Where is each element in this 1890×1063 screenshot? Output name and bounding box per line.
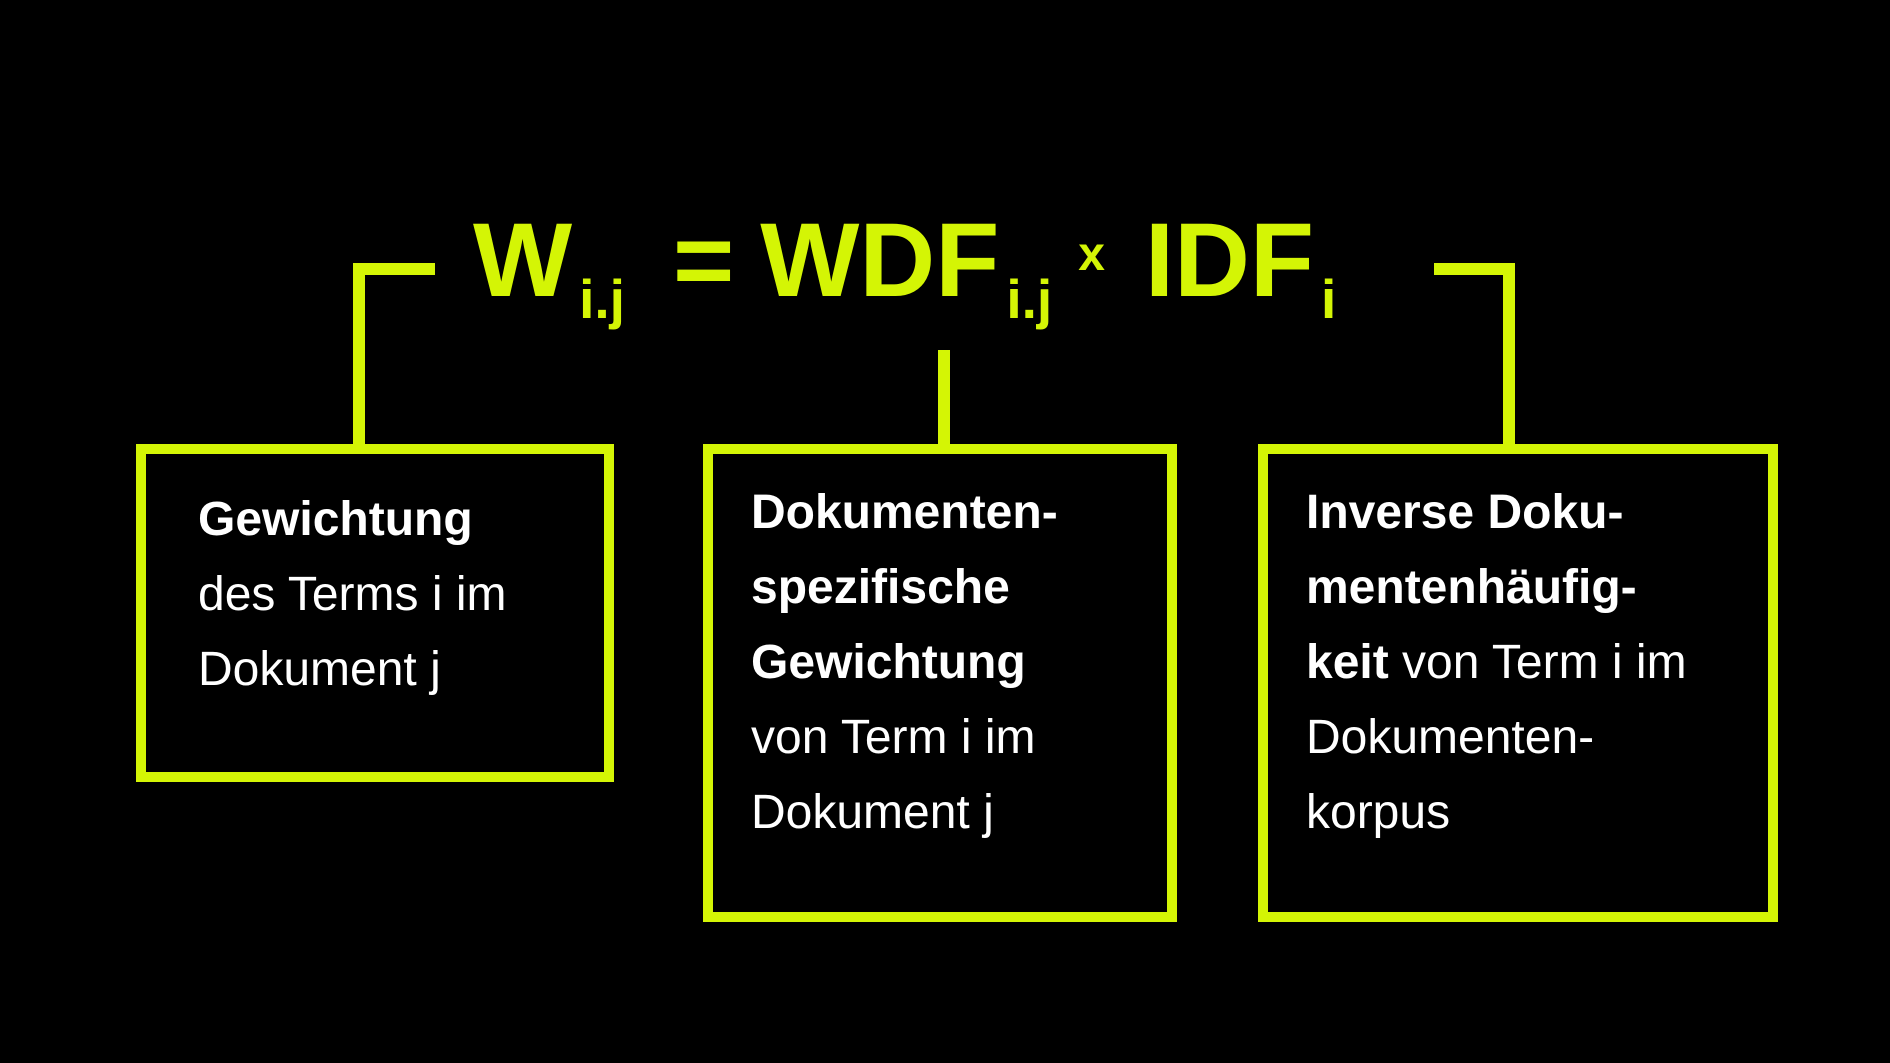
connector-w-vertical [353, 263, 365, 444]
definition-line: von Term i im [751, 700, 1153, 775]
formula-w: W [473, 202, 573, 319]
formula-equals-sign: = [672, 202, 735, 319]
definition-text: des Terms i im [198, 568, 507, 621]
formula-multiplication-sign: x [1078, 228, 1105, 281]
connector-w-horizontal [353, 263, 435, 275]
definition-text: Dokumenten- [1306, 711, 1595, 764]
connector-idf-horizontal [1434, 263, 1515, 275]
definition-text: keit [1306, 636, 1389, 689]
definition-text: Dokumenten- [751, 486, 1058, 539]
idf-definition-box: Inverse Doku- mentenhäufig- keit von Ter… [1258, 444, 1778, 922]
definition-text: Gewichtung [198, 493, 473, 546]
definition-line: korpus [1306, 775, 1754, 850]
definition-line: Gewichtung [198, 482, 588, 557]
formula-w-subscript: i.j [579, 268, 625, 330]
formula-wdf-subscript: i.j [1006, 268, 1053, 330]
definition-text: Inverse Doku- [1306, 486, 1624, 539]
formula-wdf: WDF [760, 202, 1000, 319]
connector-wdf-vertical [938, 350, 950, 444]
definition-line: Dokumenten- [751, 475, 1153, 550]
definition-text: Dokument j [198, 643, 441, 696]
definition-line: Gewichtung [751, 625, 1153, 700]
definition-line: keit von Term i im [1306, 625, 1754, 700]
definition-text: korpus [1306, 786, 1451, 839]
definition-text: von Term i im [751, 711, 1036, 764]
definition-text: mentenhäufig- [1306, 561, 1637, 614]
wdf-definition-box: Dokumenten- spezifische Gewichtung von T… [703, 444, 1177, 922]
definition-line: des Terms i im [198, 557, 588, 632]
definition-text: Gewichtung [751, 636, 1026, 689]
definition-text: spezifische [751, 561, 1010, 614]
definition-line: spezifische [751, 550, 1153, 625]
definition-line: mentenhäufig- [1306, 550, 1754, 625]
definition-line: Dokument j [198, 632, 588, 707]
formula-idf-subscript: i [1321, 268, 1337, 330]
definition-text: Dokument j [751, 786, 994, 839]
connector-idf-vertical [1503, 263, 1515, 444]
definition-line: Dokument j [751, 775, 1153, 850]
w-definition-box: Gewichtung des Terms i im Dokument j [136, 444, 614, 782]
formula-idf: IDF [1144, 202, 1315, 319]
definition-line: Inverse Doku- [1306, 475, 1754, 550]
definition-line: Dokumenten- [1306, 700, 1754, 775]
definition-text: von Term i im [1388, 636, 1687, 689]
